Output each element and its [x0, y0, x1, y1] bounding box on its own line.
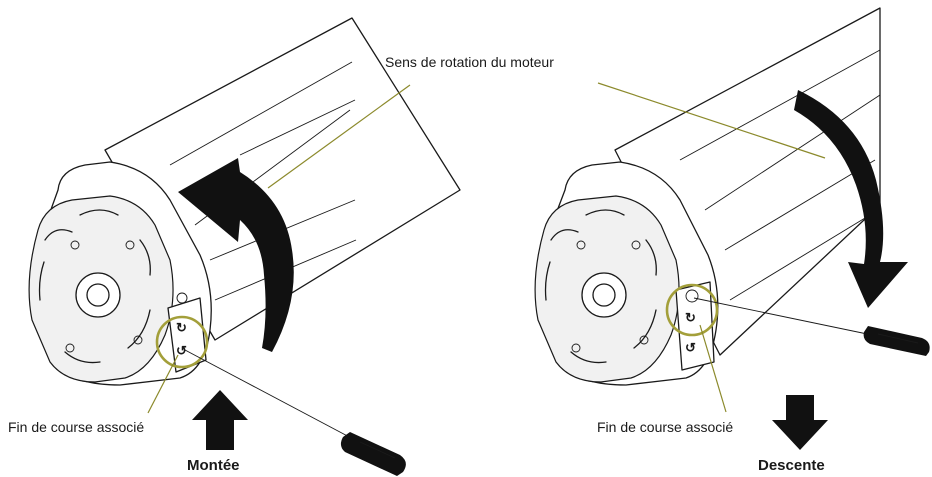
left-limit-highlight-ring	[155, 315, 209, 369]
left-tube-line	[169, 61, 353, 166]
left-screw	[125, 240, 135, 250]
right-screw	[639, 335, 649, 345]
left-limit-symbol-upper: ↻	[176, 320, 187, 335]
right-screw	[631, 240, 641, 250]
left-tube-line	[239, 99, 356, 156]
right-tube-line	[724, 159, 876, 251]
right-limit-panel	[675, 281, 715, 371]
right-motor: ↻ ↺	[534, 7, 930, 413]
down-arrow	[772, 395, 828, 450]
left-motor: ↻ ↺	[28, 17, 461, 476]
right-rotation-arrow	[794, 90, 908, 308]
right-endcap-hub	[581, 272, 627, 318]
left-limit-label: Fin de course associé	[8, 419, 144, 435]
right-tube-line	[704, 94, 881, 211]
right-tube-line	[679, 49, 881, 161]
right-screw	[576, 240, 586, 250]
right-screw	[571, 343, 581, 353]
right-limit-leader	[699, 324, 727, 413]
left-limit-symbol-lower: ↺	[176, 343, 187, 358]
left-screw	[65, 343, 75, 353]
right-screwdriver-handle	[863, 326, 930, 356]
right-tube-line	[729, 214, 871, 301]
left-screwdriver-handle	[340, 432, 406, 476]
left-endcap-lobes	[38, 209, 151, 364]
left-endcap-hub	[75, 272, 121, 318]
rotation-label: Sens de rotation du moteur	[385, 54, 554, 70]
left-limit-leader	[147, 354, 179, 414]
left-screwdriver-shaft	[184, 349, 356, 441]
right-endcap-lobes	[544, 209, 657, 364]
right-limit-symbol-lower: ↺	[685, 340, 696, 355]
right-screwdriver-shaft	[693, 297, 873, 336]
right-limit-symbol-upper: ↻	[685, 310, 696, 325]
left-screw	[133, 335, 143, 345]
right-limit-label: Fin de course associé	[597, 419, 733, 435]
left-screw	[70, 240, 80, 250]
down-label: Descente	[758, 457, 825, 474]
left-rotation-arrow	[178, 158, 294, 352]
rotation-leader-right	[597, 82, 826, 159]
up-arrow	[192, 390, 248, 450]
up-label: Montée	[187, 457, 240, 474]
right-limit-screw	[685, 289, 699, 303]
right-endcap-hole	[592, 283, 616, 307]
left-endcap-hole	[86, 283, 110, 307]
rotation-leader-left	[267, 84, 411, 189]
right-limit-highlight-ring	[665, 283, 719, 337]
